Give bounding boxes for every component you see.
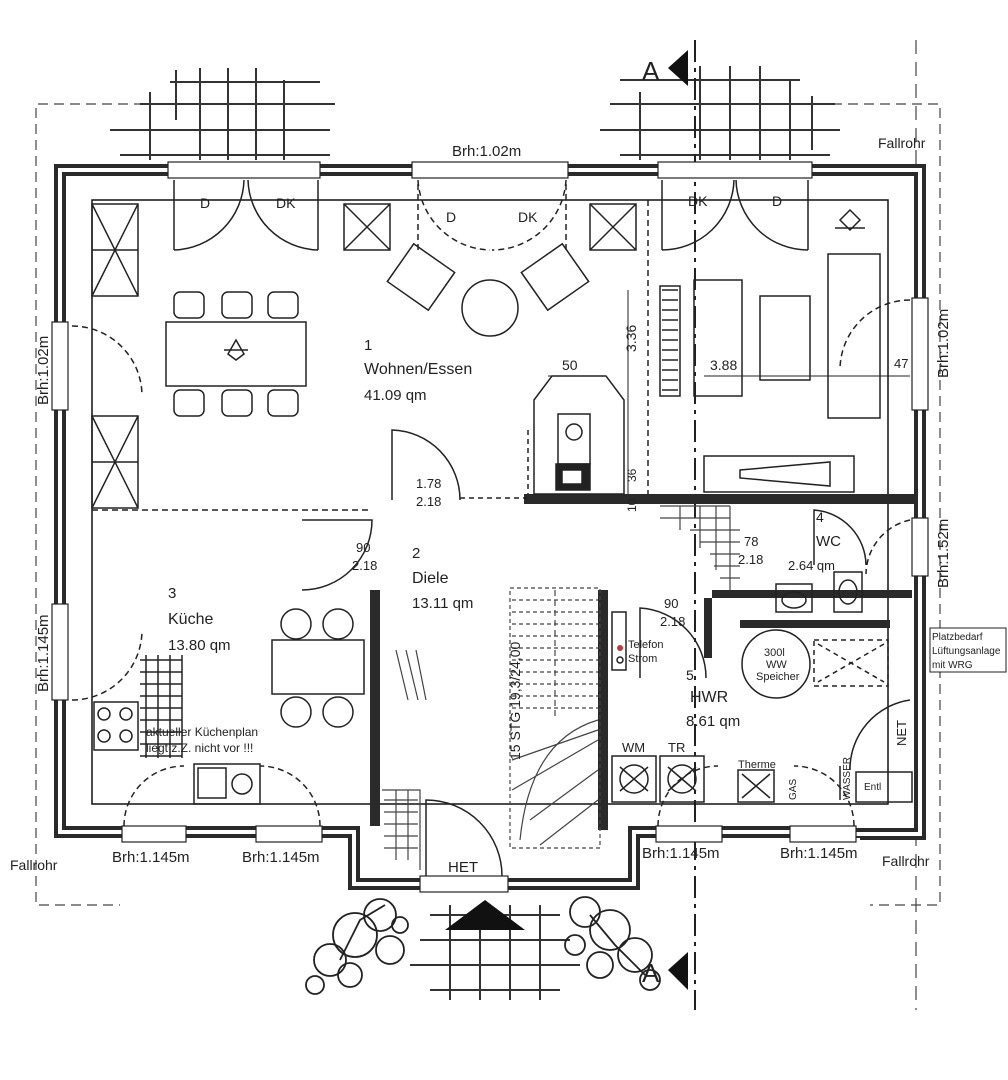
room-number-wc: 4	[816, 509, 824, 525]
door-size-wc-w: 78	[744, 534, 758, 549]
label-dryer: TR	[668, 740, 685, 755]
outer-walls	[54, 164, 926, 890]
label-therme: Therme	[738, 759, 776, 771]
dim-right-wall: 47	[894, 356, 908, 371]
room-area-diele: 13.11 qm	[412, 595, 473, 612]
entrance-arrow	[445, 900, 525, 930]
door-size-hwr-w: 90	[664, 596, 678, 611]
tank-label-3: Speicher	[756, 671, 800, 683]
label-net: NET	[894, 720, 909, 746]
tree-right	[564, 896, 661, 991]
room-area-wohnen: 41.09 qm	[364, 387, 427, 404]
room-number-kueche: 3	[168, 585, 176, 602]
door-size-kitchen-h: 2.18	[352, 558, 377, 573]
fireplace	[460, 375, 625, 499]
door-label-d-1: D	[200, 195, 210, 211]
section-line: A A	[642, 40, 696, 1010]
window-height-bottom-2: Brh:1.145m	[242, 849, 320, 866]
door-size-wc-h: 2.18	[738, 552, 763, 567]
door-label-dk-1: DK	[276, 195, 296, 211]
living-furniture	[647, 200, 881, 494]
window-boxes	[91, 203, 637, 509]
window-height-bottom-4: Brh:1.145m	[780, 845, 858, 862]
stair-label: 15 STG 19,3/24,00	[507, 641, 523, 760]
window-height-bottom-3: Brh:1.145m	[642, 845, 720, 862]
staircase	[382, 587, 601, 870]
entrance-label: HET	[448, 859, 478, 876]
dim-room-width: 3.88	[710, 357, 737, 373]
window-height-top: Brh:1.02m	[452, 143, 521, 160]
tank-label-1: 300l	[764, 647, 785, 659]
room-name-hwr: HWR	[690, 689, 728, 706]
window-height-left-upper: Brh:1.02m	[35, 336, 52, 405]
dining-table	[165, 291, 307, 417]
door-size-living-w: 1.78	[416, 476, 441, 491]
dim-wall-thickness: 10	[625, 498, 639, 512]
lounge	[386, 242, 590, 337]
downpipe-bottom-left: Fallrohr	[10, 857, 58, 873]
ventilation-note-1: Platzbedarf	[932, 632, 983, 643]
downpipe-top-right: Fallrohr	[878, 135, 926, 151]
room-number-diele: 2	[412, 545, 420, 562]
door-label-dk-3: DK	[688, 193, 708, 209]
label-washer: WM	[622, 740, 645, 755]
section-marker-bottom: A	[642, 958, 660, 988]
door-label-d-3: D	[772, 193, 782, 209]
utility-fixtures	[611, 611, 913, 803]
label-telefon: Telefon	[628, 639, 663, 651]
kitchen	[92, 509, 372, 805]
door-label-d-2: D	[446, 209, 456, 225]
kitchen-note-2: liegt z.Z. nicht vor !!!	[146, 741, 253, 755]
ventilation-box	[929, 627, 1007, 673]
room-number-wohnen: 1	[364, 337, 372, 354]
garden-paving	[110, 66, 840, 1000]
dim-chimney-offset: 36	[625, 468, 639, 482]
room-name-kueche: Küche	[168, 611, 213, 628]
door-label-dk-2: DK	[518, 209, 538, 225]
door-size-living-h: 2.18	[416, 494, 441, 509]
label-strom: Strom	[628, 653, 657, 665]
downpipe-bottom-right: Fallrohr	[882, 853, 930, 869]
room-name-wohnen: Wohnen/Essen	[364, 361, 472, 378]
room-number-hwr: 5	[686, 667, 694, 683]
door-size-hwr-h: 2.18	[660, 614, 685, 629]
room-name-wc: WC	[816, 533, 841, 550]
stair-upper	[660, 505, 740, 590]
window-height-bottom-1: Brh:1.145m	[112, 849, 190, 866]
door-size-kitchen-w: 90	[356, 540, 370, 555]
room-area-hwr: 8.61 qm	[686, 713, 740, 730]
doors	[71, 179, 911, 877]
tree-left	[305, 898, 409, 995]
room-area-wc: 2.64 qm	[788, 558, 835, 573]
window-height-right-upper: Brh:1.02m	[935, 309, 952, 378]
label-wasser: WASSER	[842, 757, 853, 800]
ventilation-note-3: mit WRG	[932, 660, 973, 671]
label-gas: GAS	[788, 779, 799, 800]
section-marker-top: A	[642, 56, 660, 86]
room-area-kueche: 13.80 qm	[168, 637, 231, 654]
label-entl: Entl	[864, 782, 881, 793]
room-name-diele: Diele	[412, 570, 449, 587]
wc-fixtures	[775, 571, 863, 613]
ventilation-note-2: Lüftungsanlage	[932, 646, 1001, 657]
window-height-right-lower: Brh:1.52m	[935, 519, 952, 588]
dim-room-depth: 3.36	[623, 325, 639, 352]
tank-label-2: WW	[766, 659, 787, 671]
kitchen-note-1: aktueller Küchenplan	[146, 725, 258, 739]
window-height-left-lower: Brh:1.145m	[35, 614, 52, 692]
dim-chimney-width: 50	[562, 357, 578, 373]
windows	[51, 161, 929, 893]
